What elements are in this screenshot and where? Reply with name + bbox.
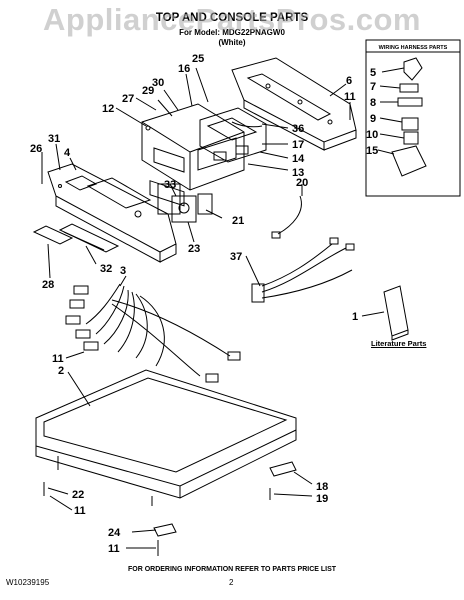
console-overlay: [58, 223, 120, 253]
color-line: (White): [218, 38, 246, 47]
callout-33: 33: [164, 179, 176, 191]
model-line: For Model: MDG22PNAGW0: [179, 28, 285, 37]
callout-5: 5: [370, 67, 376, 79]
callout-16: 16: [178, 63, 190, 75]
control-cable: [231, 121, 263, 128]
callout-19: 19: [316, 493, 328, 505]
callout-11-top: 11: [344, 91, 356, 103]
callout-1: 1: [352, 311, 358, 323]
harness-20: [277, 195, 302, 235]
callout-4: 4: [64, 147, 71, 159]
callout-37: 37: [230, 251, 242, 263]
callout-29: 29: [142, 85, 154, 97]
callout-11-bottom: 11: [108, 543, 120, 555]
callout-17: 17: [292, 139, 304, 151]
top-panel: [35, 369, 297, 506]
callout-25: 25: [192, 53, 204, 65]
harness-37: [251, 237, 355, 303]
console-back-panel: [231, 57, 357, 151]
doc-number: W10239195: [6, 578, 50, 587]
callout-14: 14: [292, 153, 305, 165]
callout-8: 8: [370, 97, 376, 109]
callout-23: 23: [188, 243, 200, 255]
callout-20: 20: [296, 177, 308, 189]
callout-31: 31: [48, 133, 60, 145]
callout-30: 30: [152, 77, 164, 89]
callout-13: 13: [292, 167, 304, 179]
page-number: 2: [229, 578, 234, 587]
callout-26: 26: [30, 143, 42, 155]
literature-booklet: [383, 285, 409, 341]
control-housing: [141, 103, 245, 207]
hardware: [43, 461, 297, 556]
callout-21: 21: [232, 215, 244, 227]
callout-3: 3: [120, 265, 126, 277]
harness-part-icons: [391, 57, 427, 177]
cycle-selector: [157, 183, 213, 223]
harness-3: [65, 283, 241, 383]
callout-18: 18: [316, 481, 328, 493]
callout-11-mid: 11: [52, 353, 64, 365]
console-front-panel: [47, 163, 177, 263]
callout-2: 2: [58, 365, 64, 377]
callout-15: 15: [366, 145, 378, 157]
harness-box-title: WIRING HARNESS PARTS: [378, 45, 448, 51]
callout-32: 32: [100, 263, 112, 275]
callout-9: 9: [370, 113, 376, 125]
callout-11-low: 11: [74, 505, 86, 517]
callout-27: 27: [122, 93, 134, 105]
callout-7: 7: [370, 81, 376, 93]
page-title: TOP AND CONSOLE PARTS: [155, 12, 309, 24]
callout-36: 36: [292, 123, 304, 135]
callout-24: 24: [108, 527, 121, 539]
callout-12: 12: [102, 103, 114, 115]
callout-22: 22: [72, 489, 84, 501]
callout-28: 28: [42, 279, 54, 291]
knob-insert: [32, 225, 74, 245]
order-note: FOR ORDERING INFORMATION REFER TO PARTS …: [127, 566, 337, 573]
callout-6: 6: [346, 75, 352, 87]
callout-10: 10: [366, 129, 378, 141]
literature-parts-label: Literature Parts: [371, 339, 427, 348]
control-board: [199, 107, 267, 163]
wiring-harness-box: [365, 39, 461, 197]
